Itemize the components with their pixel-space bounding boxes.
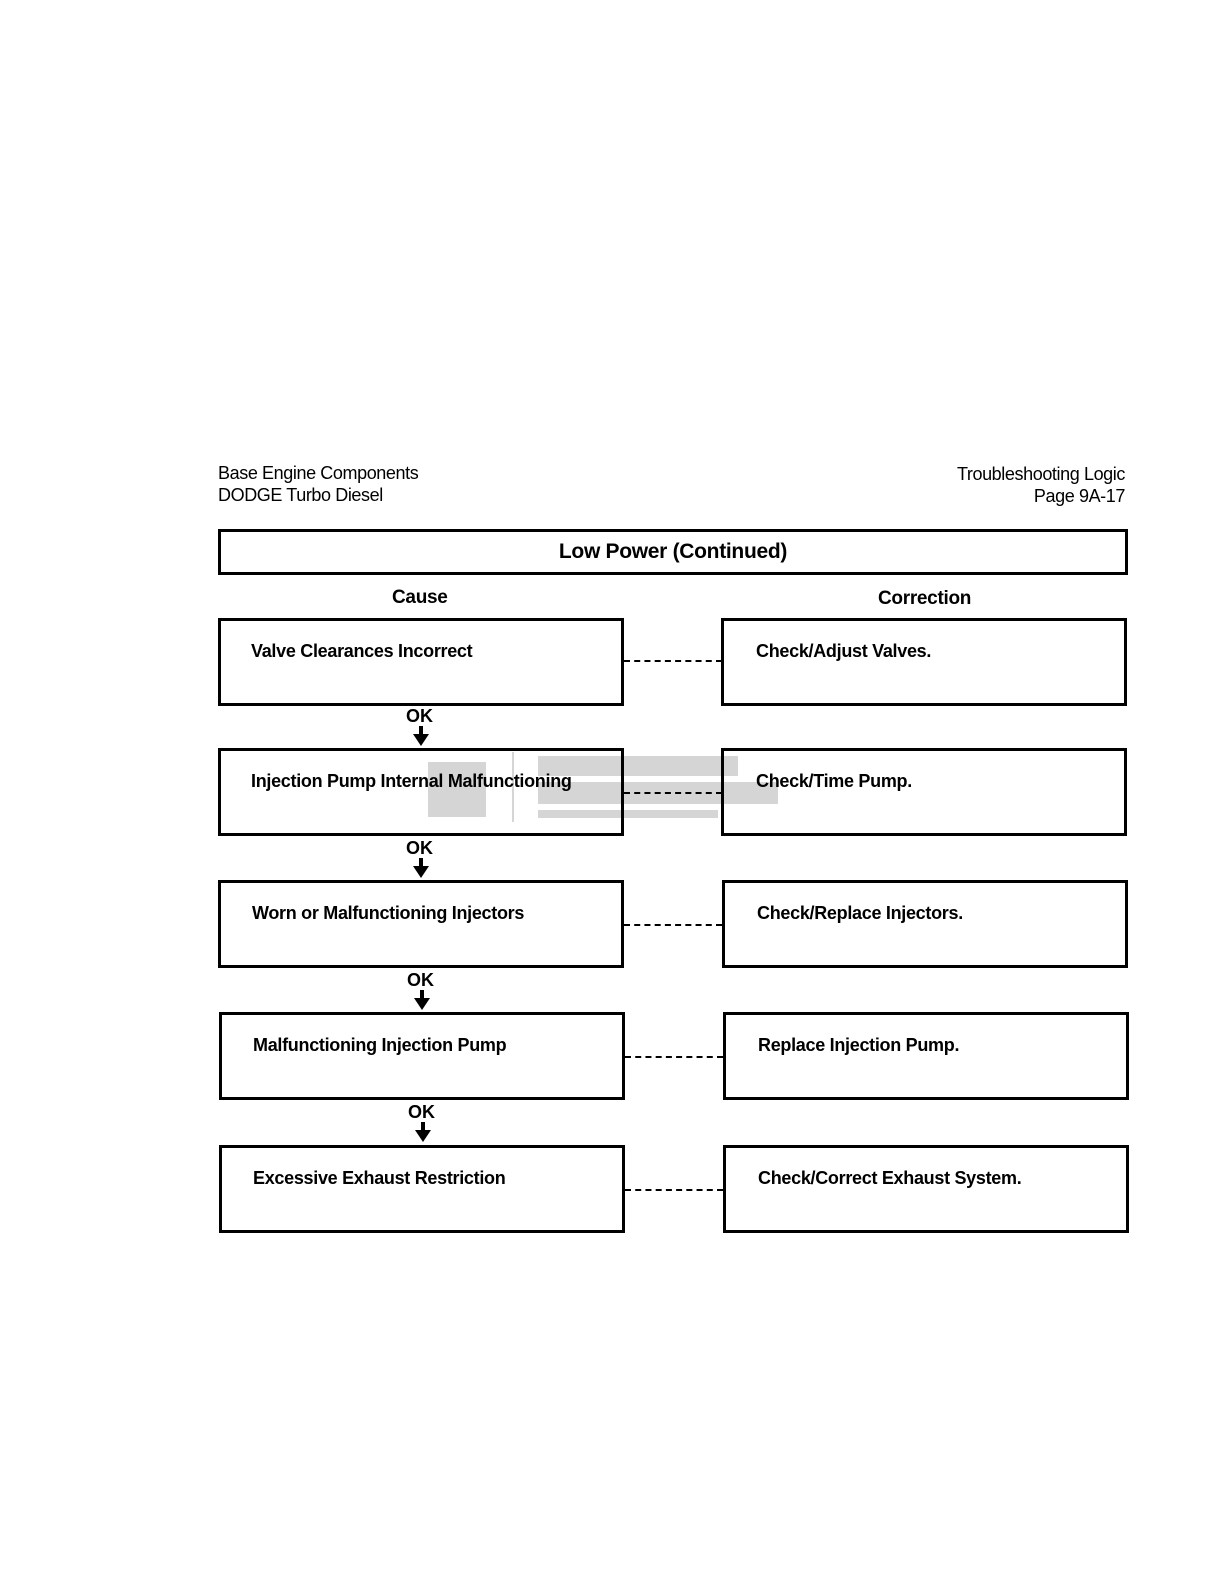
down-arrow-icon [414,998,430,1010]
cause-text: Injection Pump Internal Malfunctioning [251,771,572,791]
cause-box: Injection Pump Internal Malfunctioning [218,748,624,836]
header-section-name: Base Engine Components [218,463,419,483]
header-chapter-name: Troubleshooting Logic [956,464,1125,484]
dotted-connector [624,660,722,662]
flow-arrow-shaft [421,1122,425,1132]
correction-text: Check/Replace Injectors. [757,903,963,923]
down-arrow-icon [413,866,429,878]
cause-text: Malfunctioning Injection Pump [253,1035,507,1055]
dotted-connector [624,924,722,926]
cause-text: Valve Clearances Incorrect [251,641,473,661]
header-vehicle-name: DODGE Turbo Diesel [218,485,383,505]
cause-text: Excessive Exhaust Restriction [253,1168,506,1188]
cause-box: Valve Clearances Incorrect [218,618,624,706]
correction-column-heading: Correction [878,588,972,609]
cause-box: Excessive Exhaust Restriction [219,1145,625,1233]
ok-label: OK [408,1102,435,1122]
dotted-connector [625,1189,723,1191]
correction-text: Check/Correct Exhaust System. [758,1168,1022,1188]
down-arrow-icon [413,734,429,746]
ok-label: OK [407,970,434,990]
correction-text: Replace Injection Pump. [758,1035,960,1055]
correction-text: Check/Adjust Valves. [756,641,932,661]
cause-text: Worn or Malfunctioning Injectors [252,903,525,923]
cause-box: Worn or Malfunctioning Injectors [218,880,624,968]
correction-box: Check/Correct Exhaust System. [723,1145,1129,1233]
correction-text: Check/Time Pump. [756,771,912,791]
down-arrow-icon [415,1130,431,1142]
flow-arrow-shaft [419,858,423,868]
header-page-number: Page 9A-17 [1033,486,1125,506]
ok-label: OK [406,706,433,726]
dotted-connector [624,792,722,794]
correction-box: Check/Replace Injectors. [722,880,1128,968]
flow-arrow-shaft [420,990,424,1000]
flow-arrow-shaft [419,726,423,736]
correction-box: Check/Time Pump. [721,748,1127,836]
correction-box: Check/Adjust Valves. [721,618,1127,706]
dotted-connector [625,1056,723,1058]
correction-box: Replace Injection Pump. [723,1012,1129,1100]
cause-box: Malfunctioning Injection Pump [219,1012,625,1100]
title-box: Low Power (Continued) [218,529,1128,575]
page-title: Low Power (Continued) [558,540,788,563]
cause-column-heading: Cause [392,587,448,608]
ok-label: OK [406,838,433,858]
